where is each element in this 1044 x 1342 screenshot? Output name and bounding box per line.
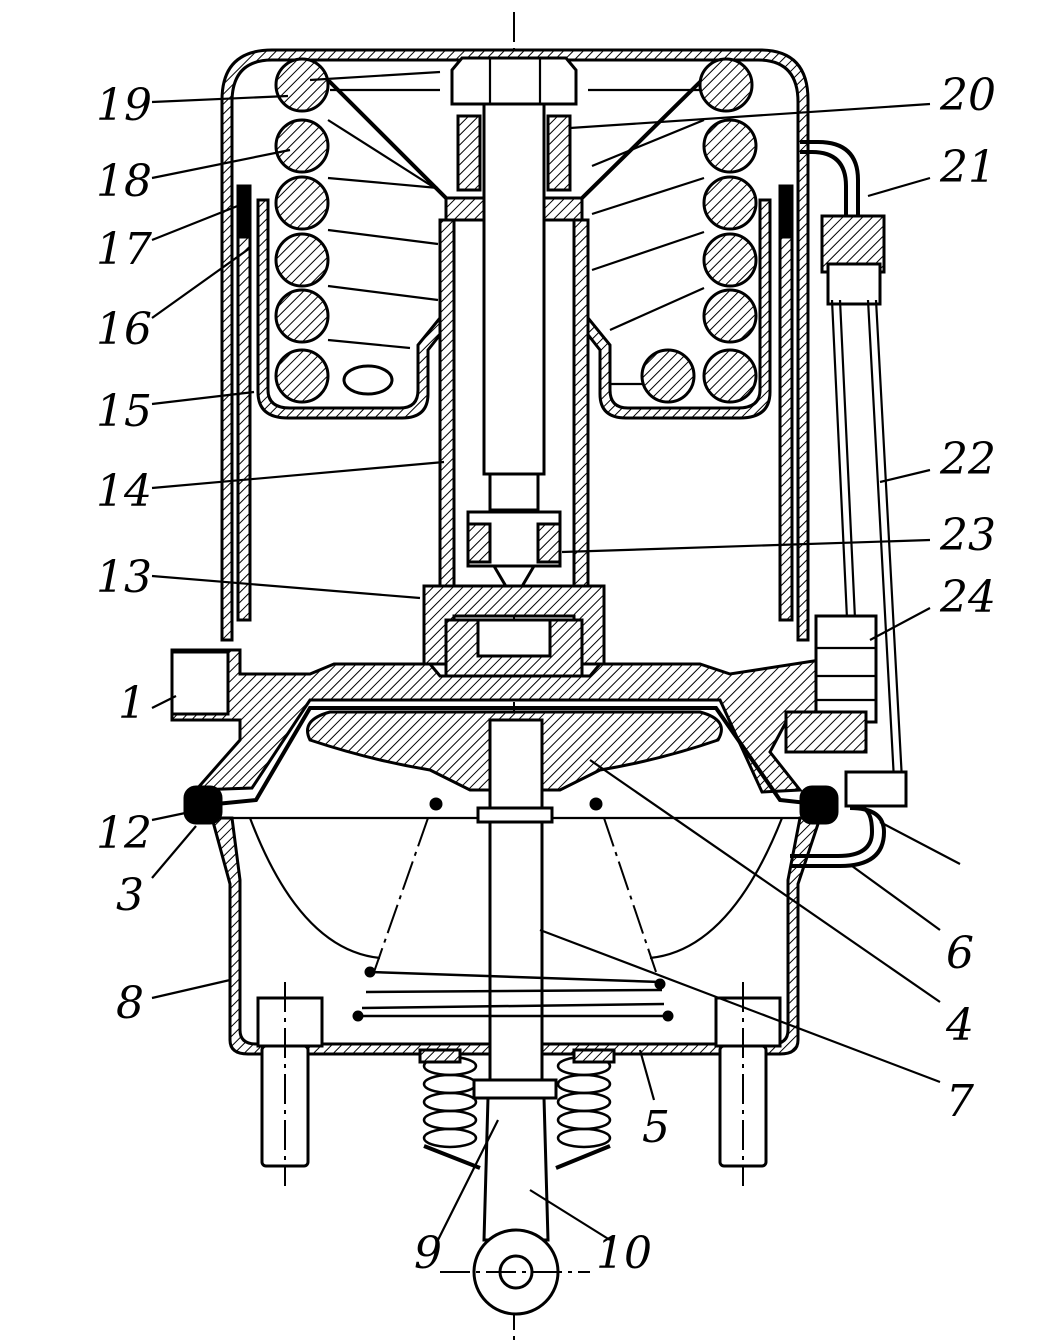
diaphragm-curve-right bbox=[649, 817, 784, 960]
callout-14: 15 bbox=[96, 386, 152, 437]
clamp-ring-left bbox=[183, 785, 223, 825]
power-spring-right bbox=[591, 57, 758, 404]
callout-19: 20 bbox=[939, 70, 996, 121]
callout-9: 9 bbox=[414, 1228, 442, 1279]
callout-13: 14 bbox=[96, 466, 152, 517]
piston-tube-right bbox=[572, 218, 590, 602]
callout-8: 8 bbox=[116, 978, 144, 1029]
callout-15: 16 bbox=[96, 304, 152, 355]
callout-10: 10 bbox=[596, 1228, 652, 1279]
housing-liner-right bbox=[778, 184, 794, 622]
callout-5: 5 bbox=[642, 1102, 670, 1153]
return-spring-right bbox=[603, 817, 657, 973]
push-rod-nut bbox=[476, 806, 554, 824]
port-fitting bbox=[784, 614, 878, 754]
bolt-neck bbox=[488, 472, 540, 512]
callout-4: 4 bbox=[945, 1000, 974, 1051]
drawing bbox=[151, 12, 961, 1340]
return-spring-coils bbox=[352, 966, 674, 1022]
flange-port bbox=[170, 650, 230, 716]
service-diaphragm bbox=[195, 706, 835, 808]
release-bolt-shank bbox=[482, 102, 546, 476]
callout-11: 12 bbox=[96, 808, 152, 859]
mounting-bolt-right bbox=[714, 982, 782, 1186]
callout-6: 6 bbox=[946, 928, 974, 979]
piston-tube-left bbox=[438, 218, 456, 602]
boot-spring-left bbox=[422, 1055, 481, 1170]
bolt-bushing-left bbox=[456, 114, 482, 192]
bolt-tip bbox=[491, 564, 537, 603]
air-tube bbox=[800, 140, 904, 781]
cup-nut bbox=[342, 364, 394, 396]
seal-left bbox=[237, 185, 251, 239]
callout-18: 19 bbox=[96, 80, 152, 131]
callout-20: 21 bbox=[939, 142, 996, 193]
callout-1: 1 bbox=[118, 678, 146, 729]
callout-17: 18 bbox=[96, 156, 152, 207]
boot-spring-right bbox=[555, 1055, 612, 1170]
clamp-ring-right bbox=[799, 785, 839, 825]
elbow-fitting bbox=[790, 770, 908, 868]
clevis bbox=[482, 1096, 550, 1242]
mounting-bolt-left bbox=[256, 982, 324, 1186]
callout-22: 23 bbox=[939, 510, 996, 561]
release-bolt-head bbox=[450, 56, 578, 106]
piston-rod-head bbox=[422, 584, 606, 666]
callout-21: 22 bbox=[939, 434, 996, 485]
power-spring-left bbox=[274, 57, 439, 404]
callout-16: 17 bbox=[96, 224, 152, 275]
push-rod bbox=[488, 718, 544, 1112]
callout-7: 7 bbox=[946, 1076, 974, 1127]
callout-labels: 19 18 17 16 15 14 13 1 12 3 8 20 21 22 2… bbox=[96, 70, 996, 1279]
callout-3: 3 bbox=[116, 870, 144, 921]
return-spring-left bbox=[373, 817, 429, 973]
seal-right bbox=[779, 185, 793, 239]
bolt-bushing-right bbox=[546, 114, 572, 192]
diaphragm-curve-left bbox=[248, 817, 381, 960]
callout-12: 13 bbox=[96, 552, 152, 603]
callout-23: 24 bbox=[939, 572, 996, 623]
clevis-lock-nut bbox=[472, 1078, 558, 1100]
leader-lines bbox=[151, 70, 961, 1241]
spring-cylinder-housing bbox=[220, 48, 810, 642]
